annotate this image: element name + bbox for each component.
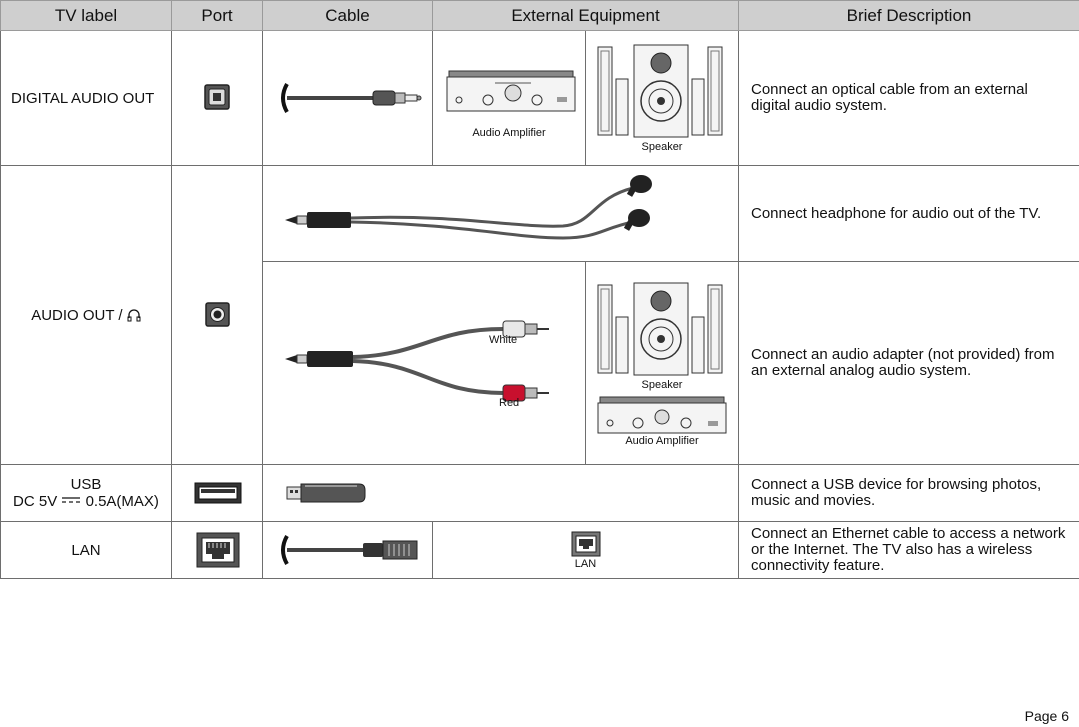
header-external-equipment: External Equipment [432,0,739,31]
table-row-usb: USB DC 5V 0.5A(MAX) [0,464,1079,522]
lan-label: LAN [0,521,172,579]
ethernet-port-icon [196,532,240,568]
digital-amplifier-cell: Audio Amplifier [432,30,586,166]
optical-cable-icon [281,83,422,113]
connections-table-wrap: TV label Port Cable External Equipment B… [0,0,1079,579]
audio-out-label-cell: AUDIO OUT / [0,165,172,465]
ethernet-cable-icon [281,535,418,565]
rca-cable-cell: White Red [262,261,586,465]
analog-equipment-cell: Speaker Audio Amplifier [585,261,739,465]
red-plug-label: Red [499,397,520,409]
usb-flash-drive-icon [286,483,366,503]
amplifier-icon [446,70,576,112]
usb-label-cell: USB DC 5V 0.5A(MAX) [0,464,172,522]
page-number: Page 6 [1024,708,1069,724]
optical-port-cell [171,30,263,166]
header-cable: Cable [262,0,433,31]
white-plug-label: White [489,334,518,346]
analog-amplifier-caption: Audio Amplifier [625,435,699,447]
ethernet-cable-cell [262,521,433,579]
digital-amplifier-caption: Audio Amplifier [472,127,546,139]
dc-symbol-icon [62,497,81,503]
optical-port-icon [204,84,230,110]
usb-label: USB [70,476,102,493]
connections-table: TV label Port Cable External Equipment B… [0,0,1079,579]
header-port: Port [171,0,263,31]
adapter-description: Connect an audio adapter (not provided) … [738,261,1079,465]
header-brief-description: Brief Description [738,0,1079,31]
ethernet-port-icon [571,531,601,557]
headphone-icon [127,308,141,321]
headphone-description: Connect headphone for audio out of the T… [738,165,1079,262]
usb-description: Connect a USB device for browsing photos… [738,464,1079,522]
lan-equipment-caption: LAN [574,558,597,570]
usb-power-rating: DC 5V 0.5A(MAX) [2,493,171,510]
headphone-cable-cell [262,165,739,262]
digital-audio-out-label: DIGITAL AUDIO OUT [0,30,172,166]
usb-device-cell [262,464,739,522]
usb-current: 0.5A(MAX) [85,493,159,510]
lan-port-cell [171,521,263,579]
table-row-lan: LAN [0,521,1079,579]
header-row: TV label Port Cable External Equipment B… [0,0,1079,31]
header-tv-label: TV label [0,0,172,31]
table-row-audio-out-headphone: AUDIO OUT / [0,165,1079,465]
headphone-cable-icon [285,174,652,240]
usb-port-icon [194,482,242,504]
amplifier-icon [597,396,727,434]
usb-port-cell [171,464,263,522]
table-row-audio-out-adapter: White Red Speaker [1,261,1079,465]
rca-adapter-cable-icon [285,320,549,402]
audio-out-label: AUDIO OUT / [31,306,123,324]
table-row-digital-audio-out: DIGITAL AUDIO OUT [0,30,1079,166]
audio-jack-port-cell [171,165,263,465]
usb-voltage: DC 5V [13,493,58,510]
speaker-set-icon [597,44,723,138]
digital-speaker-caption: Speaker [641,141,683,153]
analog-speaker-caption: Speaker [641,379,683,391]
speaker-set-icon [597,282,723,376]
lan-equipment-cell: LAN [432,521,739,579]
lan-description: Connect an Ethernet cable to access a ne… [738,521,1079,579]
audio-jack-port-icon [205,302,230,327]
optical-cable-cell [262,30,433,166]
digital-speaker-cell: Speaker [585,30,739,166]
digital-audio-out-description: Connect an optical cable from an externa… [738,30,1079,166]
